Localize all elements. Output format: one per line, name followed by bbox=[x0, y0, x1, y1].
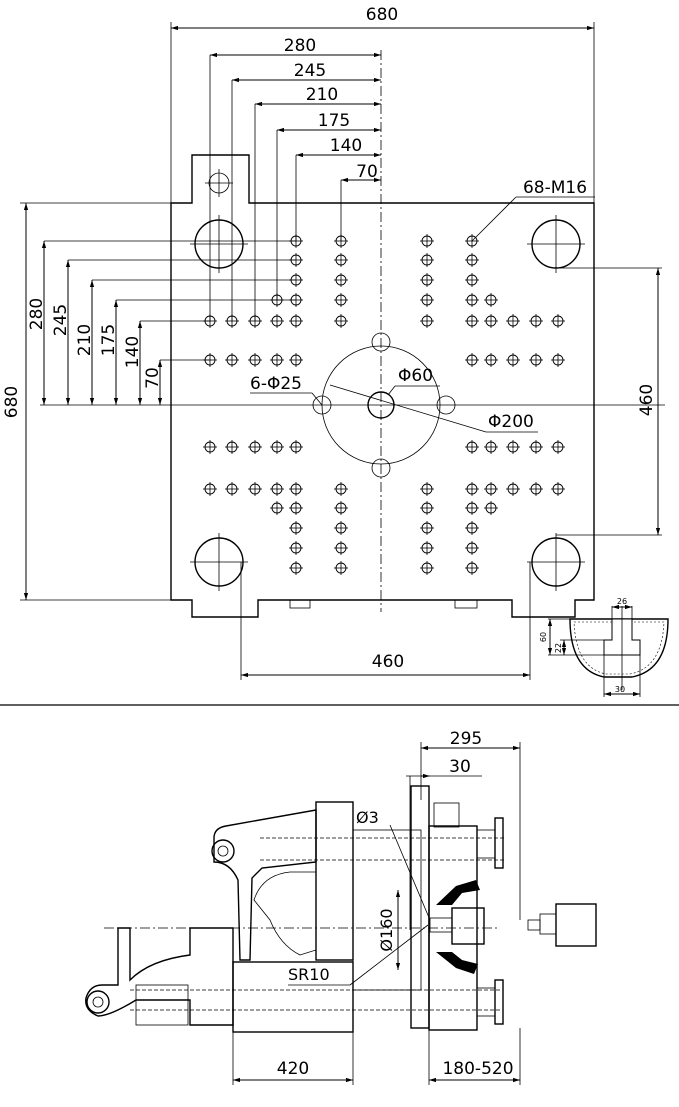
dim-v-70: 70 bbox=[143, 367, 163, 389]
tie-bar-hole-bottom-left bbox=[190, 533, 248, 591]
platen-outline bbox=[170, 154, 595, 618]
slot-detail-outline bbox=[569, 618, 669, 678]
tie-bar-hole-top-right bbox=[527, 215, 585, 273]
upper-toggle-link bbox=[213, 809, 317, 961]
injection-unit bbox=[555, 903, 597, 947]
dim-label-mold-height: 180-520 bbox=[442, 1059, 513, 1079]
dim-v-245: 245 bbox=[51, 304, 71, 336]
platen-bottom-tab-left bbox=[289, 599, 311, 609]
label-bolt-circle: Φ200 bbox=[488, 412, 534, 432]
label-locating-ring: Ø160 bbox=[377, 908, 396, 951]
platen-bottom-tab-right bbox=[454, 599, 478, 609]
dim-v-210: 210 bbox=[75, 324, 95, 356]
platen-front-view: 680 280 245 210 175 140 70 bbox=[2, 5, 665, 680]
nozzle-taper-upper bbox=[436, 880, 480, 905]
callout-tapped-holes: 68-M16 bbox=[471, 178, 595, 242]
dim-nozzle-protrusion: 30 bbox=[406, 757, 482, 930]
slot-neck: 22 bbox=[554, 643, 563, 653]
label-nozzle-orifice: Ø3 bbox=[356, 808, 379, 827]
dim-horizontal-chain: 280 245 210 175 140 70 bbox=[209, 36, 381, 321]
dim-v-175: 175 bbox=[99, 324, 119, 356]
dim-h-140: 140 bbox=[330, 136, 362, 156]
callout-bolt-circle: Φ200 bbox=[329, 384, 538, 433]
dim-label-height: 680 bbox=[2, 386, 22, 418]
dim-overall-width: 680 bbox=[170, 5, 595, 203]
tie-bar-hole-top-left bbox=[190, 215, 248, 273]
moving-platen bbox=[315, 801, 354, 961]
dim-mold-height: 180-520 bbox=[428, 1028, 521, 1085]
dim-label-420: 420 bbox=[277, 1059, 309, 1079]
fixed-platen bbox=[410, 785, 430, 1029]
dim-h-210: 210 bbox=[306, 85, 338, 105]
slot-bottom-width: 30 bbox=[615, 685, 625, 694]
dim-h-245: 245 bbox=[294, 61, 326, 81]
callout-ring-holes: 6-Φ25 bbox=[250, 374, 323, 406]
dim-stroke-total: 295 bbox=[420, 729, 521, 920]
dim-tie-bar-vertical: 460 bbox=[556, 267, 662, 536]
callout-center-hole: Φ60 bbox=[387, 366, 440, 396]
side-view: 295 30 bbox=[85, 729, 597, 1085]
dim-h-70: 70 bbox=[356, 162, 378, 182]
top-cap bbox=[433, 802, 460, 828]
label-ring-holes: 6-Φ25 bbox=[250, 374, 302, 394]
dim-v-140: 140 bbox=[123, 336, 143, 368]
dim-label-295: 295 bbox=[450, 729, 482, 749]
dim-locating-ring: Ø160 bbox=[377, 890, 401, 970]
nozzle-holder bbox=[451, 907, 485, 945]
dim-h-175: 175 bbox=[318, 111, 350, 131]
dim-v-280: 280 bbox=[27, 298, 47, 330]
ring-hole bbox=[436, 395, 456, 415]
slot-depth: 60 bbox=[539, 632, 548, 642]
lower-toggle-assembly bbox=[85, 927, 234, 1026]
ring-hole bbox=[371, 332, 391, 352]
center-hole-phi60 bbox=[367, 391, 395, 419]
callout-nozzle-radius: SR10 bbox=[288, 924, 429, 986]
ring-hole bbox=[371, 458, 391, 478]
callout-nozzle-orifice: Ø3 bbox=[356, 808, 431, 921]
dim-opening-stroke: 420 bbox=[232, 1032, 354, 1085]
dim-vertical-chain: 280 245 210 175 140 70 bbox=[27, 240, 296, 405]
label-center-hole: Φ60 bbox=[398, 366, 433, 386]
dim-overall-height: 680 bbox=[2, 202, 171, 601]
slot-top-width: 26 bbox=[617, 597, 627, 606]
dim-label-460-vertical: 460 bbox=[637, 384, 657, 416]
dim-label-460-horizontal: 460 bbox=[372, 652, 404, 672]
nozzle-tip bbox=[429, 917, 453, 933]
mold-area bbox=[352, 829, 422, 991]
nozzle-taper-lower bbox=[436, 952, 478, 974]
slot-detail: 26 60 22 30 bbox=[539, 597, 669, 697]
label-tapped-holes: 68-M16 bbox=[523, 178, 587, 198]
dim-label-30: 30 bbox=[449, 757, 471, 777]
dim-label-width: 680 bbox=[366, 5, 398, 25]
dim-tie-bar-horizontal: 460 bbox=[240, 562, 531, 680]
tapped-holes-pattern bbox=[202, 233, 566, 576]
lower-base-block bbox=[232, 961, 354, 1033]
dim-h-280: 280 bbox=[284, 36, 316, 56]
tie-bar-hole-bottom-right bbox=[527, 533, 585, 591]
label-nozzle-radius: SR10 bbox=[288, 965, 330, 984]
ring-hole bbox=[312, 395, 332, 415]
